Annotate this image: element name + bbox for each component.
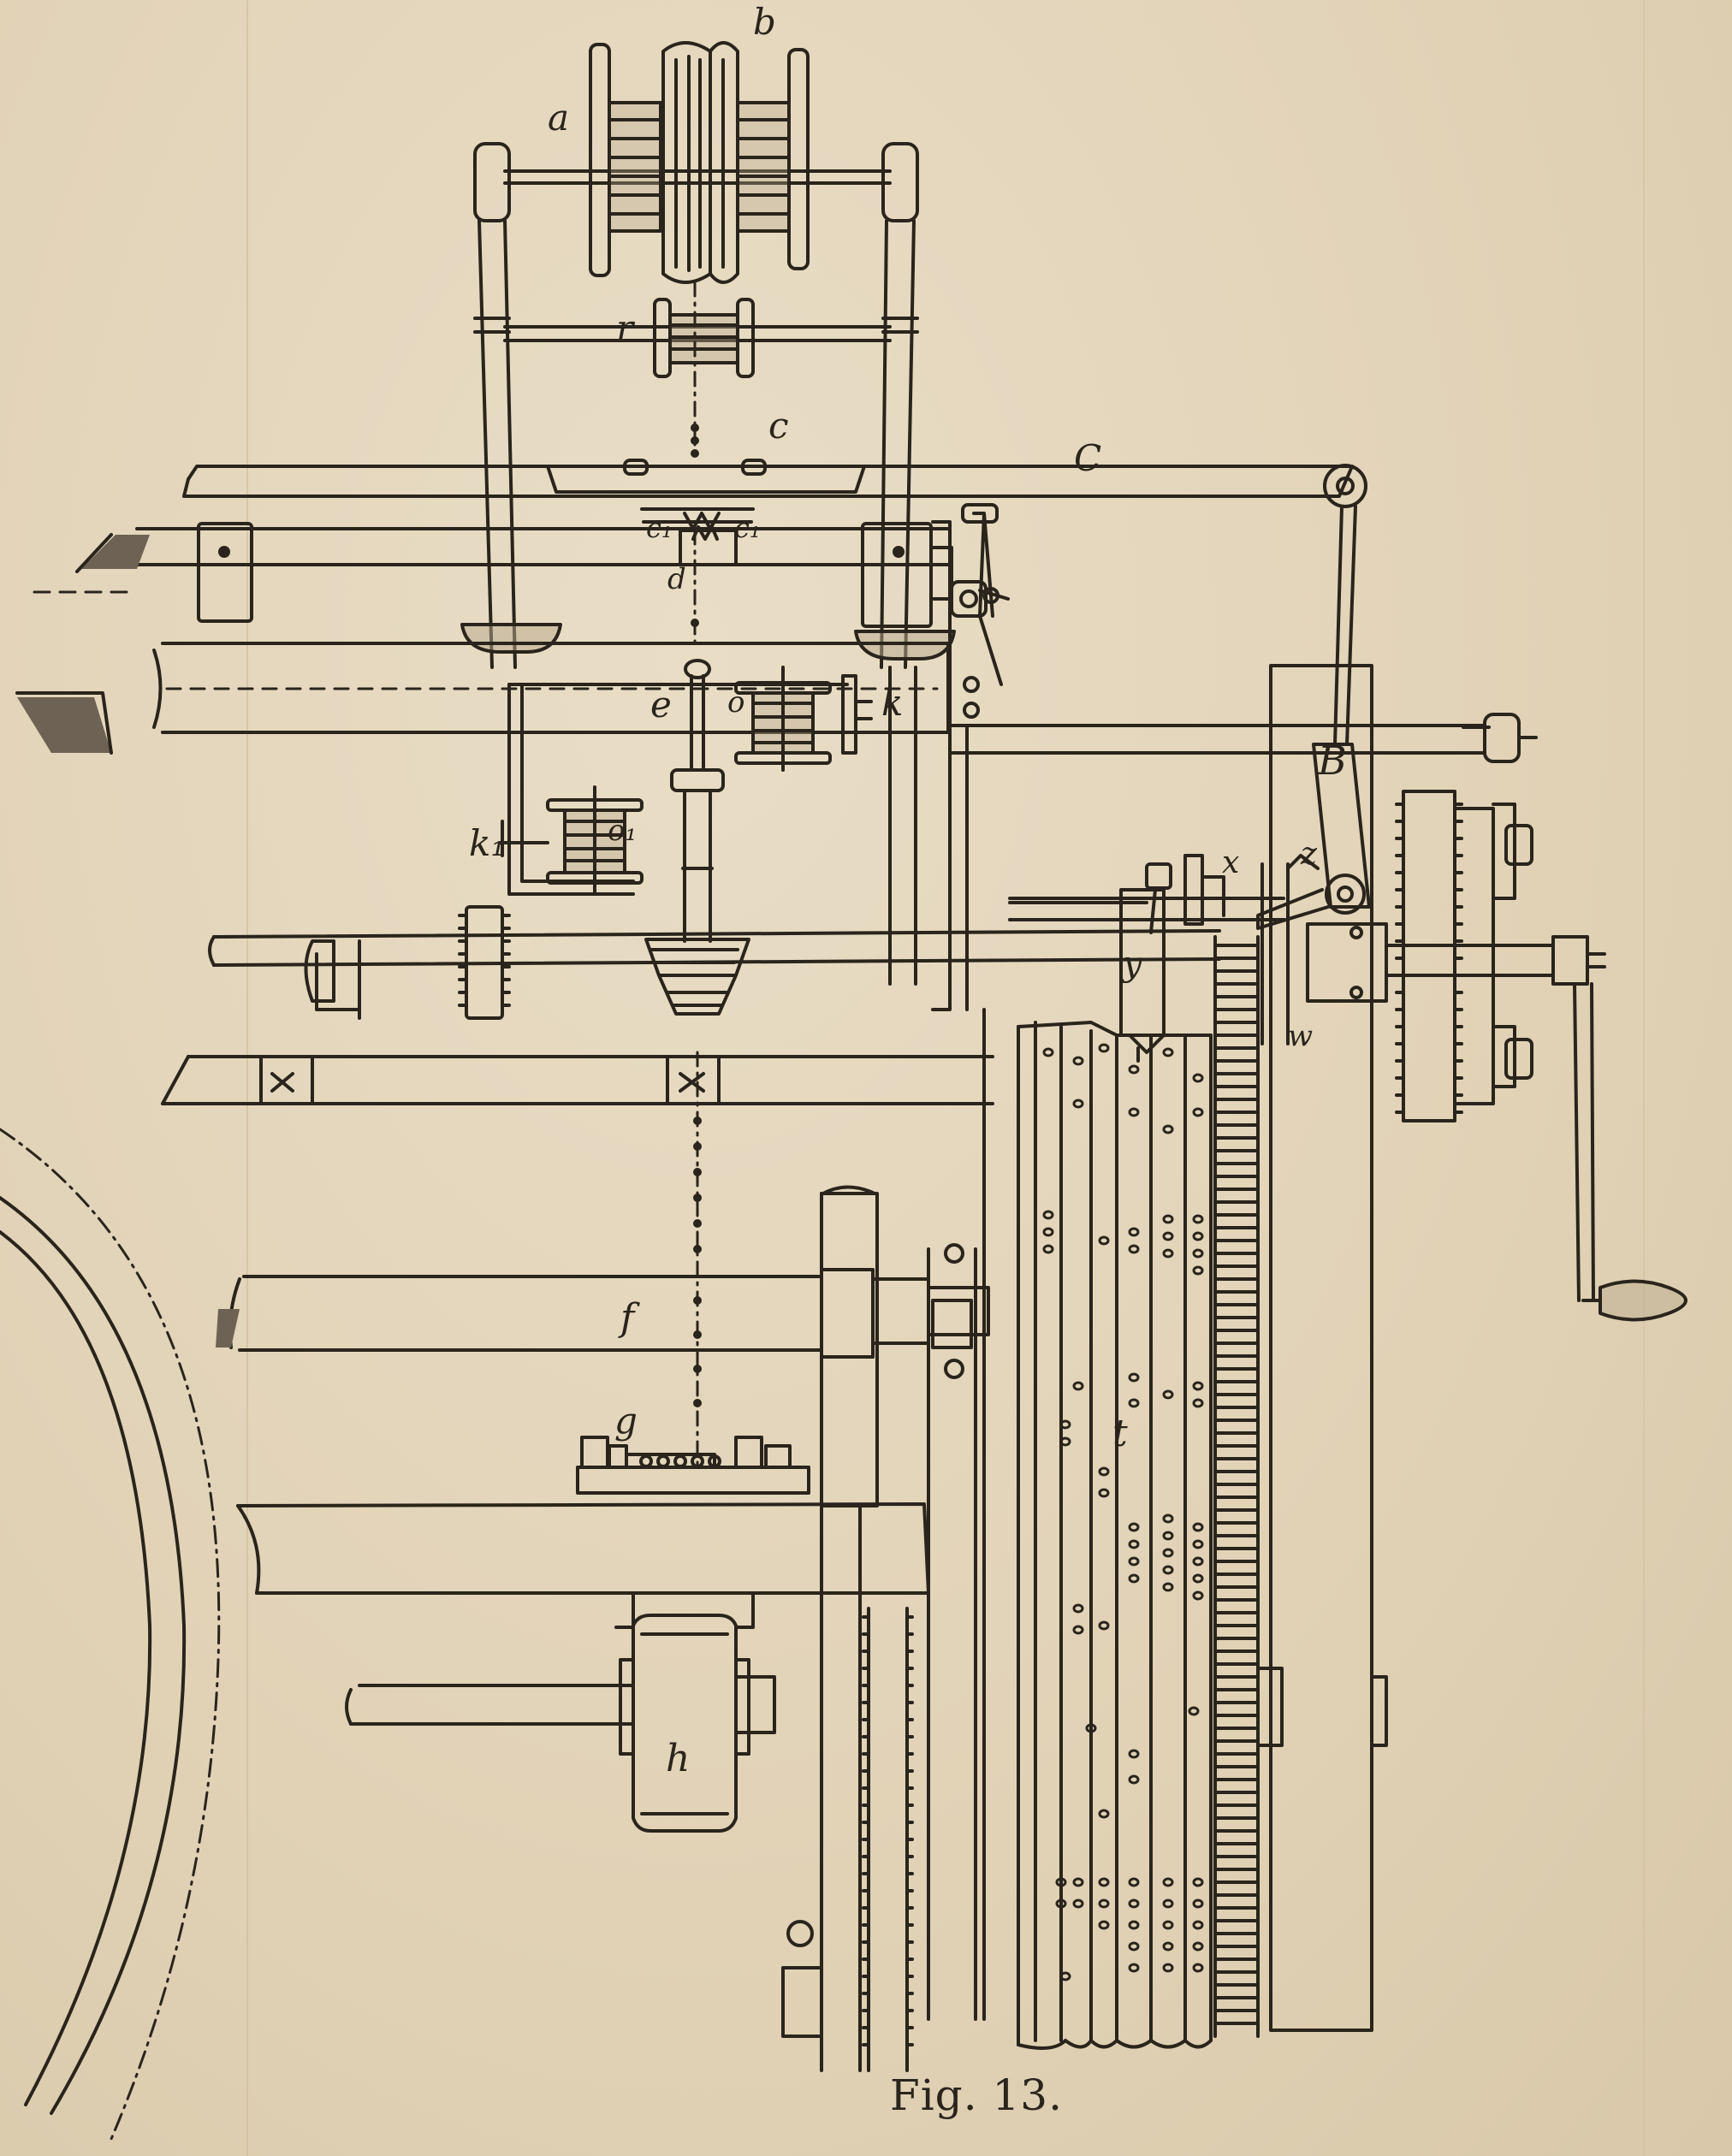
upper-beam-d <box>33 522 988 628</box>
bobbin-o1 <box>499 785 644 896</box>
column-gutter-left <box>246 0 248 2156</box>
gear-shaft <box>208 888 1285 1020</box>
label-C: C <box>1074 437 1101 479</box>
label-t: t <box>1112 1412 1128 1455</box>
spindle-e <box>670 659 725 943</box>
lower-beam <box>161 1055 994 1105</box>
crank-handle <box>1573 982 1688 1322</box>
label-e: e <box>650 684 672 726</box>
label-a: a <box>548 97 569 139</box>
pulley-h <box>345 1614 776 1833</box>
card-rails-t <box>1017 1021 1213 2050</box>
label-o: o <box>727 685 744 720</box>
label-o1: o₁ <box>608 814 637 848</box>
label-c1-right: c₁ <box>734 512 761 544</box>
lever-B <box>948 713 1606 1003</box>
card-holes <box>1042 1043 1204 1981</box>
gear-rack-left <box>781 1504 914 2072</box>
label-c: c <box>768 405 789 447</box>
thread-path <box>693 281 699 1473</box>
shaft-f <box>216 1268 990 1359</box>
bobbin-o <box>734 666 873 772</box>
label-d: d <box>667 562 686 596</box>
bobbin-r <box>653 298 755 378</box>
thread-beads <box>691 424 702 1407</box>
label-b: b <box>753 1 776 43</box>
link-rod-C-B <box>961 503 1357 746</box>
gear-rack-right <box>1213 862 1388 2038</box>
label-z: z <box>1300 837 1318 872</box>
guide-rail-g <box>236 1436 930 1629</box>
wheel-arc <box>0 1128 221 2141</box>
label-r: r <box>616 307 636 349</box>
label-B: B <box>1317 737 1347 784</box>
bobbin-a <box>589 43 810 277</box>
label-c1-left: c₁ <box>646 512 673 544</box>
column-gutter-right <box>1643 0 1645 2156</box>
label-w: w <box>1288 1019 1313 1053</box>
grooved-pulley-b <box>661 41 739 284</box>
label-h: h <box>666 1737 690 1780</box>
vertical-frame-post <box>888 520 1373 2032</box>
label-x: x <box>1222 845 1239 880</box>
label-k1: k₁ <box>469 822 505 864</box>
bracket-y <box>1008 854 1225 1063</box>
lever-C <box>182 459 1367 530</box>
figure-caption: Fig. 13. <box>890 2070 1063 2120</box>
large-gear <box>1395 726 1533 1122</box>
figure-labels: a b r c C c₁ c₁ d e o o₁ k k₁ B x z y w … <box>469 1 1347 1780</box>
label-y: y <box>1121 945 1143 984</box>
disc-wheel <box>820 1185 879 1507</box>
label-g: g <box>614 1400 638 1442</box>
label-k: k <box>881 682 903 724</box>
label-f: f <box>618 1296 640 1340</box>
